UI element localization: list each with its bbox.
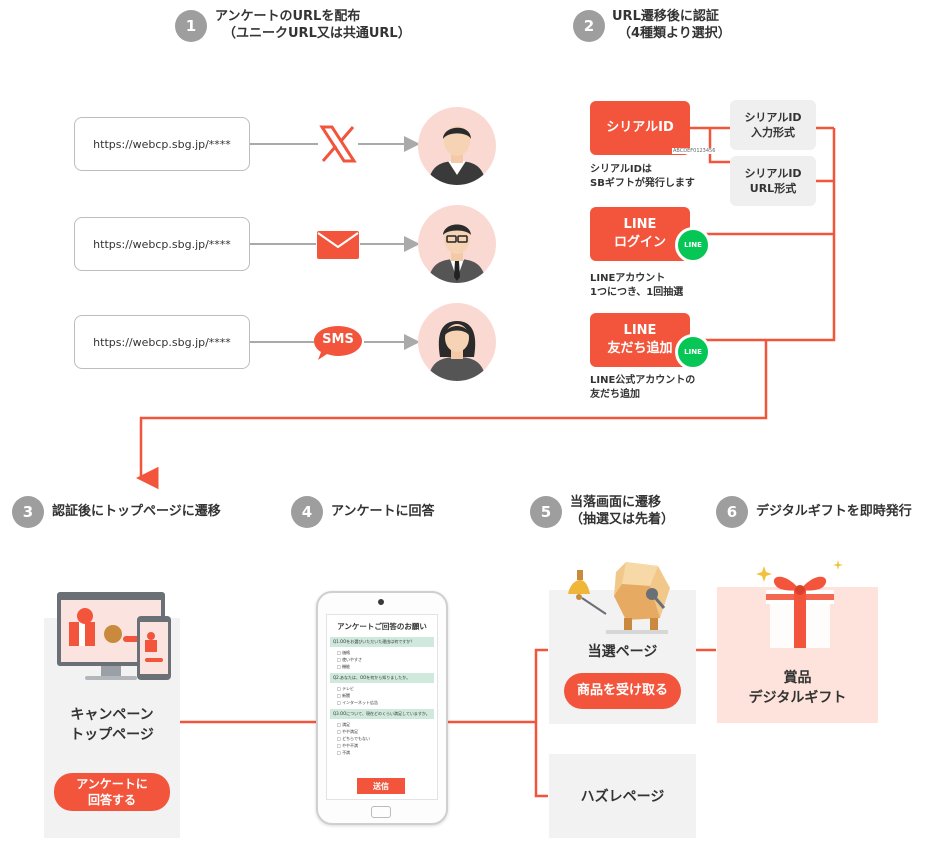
line-login-caption: LINEアカウント 1つにつき、1回抽選 (590, 273, 684, 298)
auth-collector (766, 128, 836, 342)
option-checkbox[interactable]: □ 満足 (337, 722, 351, 727)
serial-sample-code: ABCDEF0123456 (672, 148, 717, 154)
campaign-title: キャンペーン トップページ (70, 707, 154, 743)
survey-to-result (448, 648, 548, 798)
option-checkbox[interactable]: □ やや満足 (337, 729, 359, 734)
phone-camera (378, 599, 384, 605)
step-1-number: 1 (175, 10, 207, 42)
line-friend-caption: LINE公式アカウントの 友だち追加 (590, 375, 696, 400)
win-page-title: 当選ページ (587, 644, 658, 660)
survey-submit-button[interactable]: 送信 (357, 778, 405, 794)
step-3-number: 3 (12, 496, 44, 528)
option-checkbox[interactable]: □ 機能 (337, 664, 351, 669)
phone-home-button (371, 806, 391, 818)
answer-survey-button[interactable]: アンケートに 回答する (54, 773, 170, 811)
option-checkbox[interactable]: □ 不満 (337, 750, 351, 755)
survey-options: □ 満足 □ やや満足 □ どちらでもない □ やや不満 □ 不満 (327, 719, 437, 758)
survey-options: □ 価格 □ 使いやすさ □ 機能 (327, 647, 437, 672)
receive-prize-button[interactable]: 商品を受け取る (564, 673, 681, 709)
line-login-button[interactable]: LINE ログイン (590, 207, 690, 261)
serial-branch (690, 126, 730, 164)
monitor-illustration-icon (57, 592, 171, 680)
url-box-1[interactable]: https://webcp.sbg.jp/**** (74, 117, 250, 171)
step-1-title: アンケートのURLを配布 （ユニークURL又は共通URL） (215, 9, 411, 41)
survey-screen: アンケートご回答のお願い Q1.OOをお選びいただいた理由は何ですか？ □ 価格… (326, 614, 438, 800)
step-5-title: 当落画面に遷移 （抽選又は先着） (570, 495, 675, 527)
lose-page-title: ハズレページ (580, 789, 665, 805)
step-3-title: 認証後にトップページに遷移 (52, 504, 221, 519)
sms-bubble-icon: SMS (312, 324, 364, 362)
serial-id-button[interactable]: シリアルID (590, 101, 690, 155)
user-avatar-3 (418, 303, 496, 381)
x-logo-icon (319, 125, 357, 163)
step-4-title: アンケートに回答 (331, 504, 435, 519)
option-checkbox[interactable]: □ やや不満 (337, 743, 359, 748)
url-box-3[interactable]: https://webcp.sbg.jp/**** (74, 315, 250, 369)
step-4-number: 4 (291, 496, 323, 528)
option-checkbox[interactable]: □ どちらでもない (337, 736, 370, 741)
user-avatar-2 (418, 205, 496, 283)
serial-caption: シリアルIDは SBギフトが発行します (590, 164, 695, 189)
lose-page-panel: ハズレページ (549, 754, 696, 838)
option-checkbox[interactable]: □ 価格 (337, 650, 351, 655)
line-logo-icon: LINE (675, 334, 711, 370)
option-checkbox[interactable]: □ 使いやすさ (337, 657, 363, 662)
survey-title: アンケートご回答のお願い (337, 622, 427, 631)
step-2-title: URL遷移後に認証 （4種類より選択） (612, 9, 731, 41)
line-logo-icon: LINE (675, 227, 711, 263)
survey-options: □ テレビ □ 新聞 □ インターネット広告 (327, 683, 437, 708)
option-checkbox[interactable]: □ テレビ (337, 686, 355, 691)
url-box-2[interactable]: https://webcp.sbg.jp/**** (74, 217, 250, 271)
mail-icon (317, 231, 359, 259)
step-6-title: デジタルギフトを即時発行 (756, 504, 912, 519)
option-checkbox[interactable]: □ 新聞 (337, 693, 351, 698)
survey-question: Q2.あなたは、OOを何から知りましたか。 (330, 673, 434, 683)
lottery-machine-icon (568, 562, 670, 634)
step-6-number: 6 (716, 496, 748, 528)
serial-id-url-option[interactable]: シリアルID URL形式 (730, 156, 816, 206)
line-friend-add-button[interactable]: LINE 友だち追加 (590, 313, 690, 367)
step-2-number: 2 (573, 10, 605, 42)
serial-id-input-option[interactable]: シリアルID 入力形式 (730, 100, 816, 150)
down-to-step3 (136, 340, 768, 490)
step-5-number: 5 (530, 496, 562, 528)
survey-question: Q3.OOについて、現在どのくらい満足していますか。 (330, 709, 434, 719)
gift-box-icon (756, 560, 843, 648)
user-avatar-1 (418, 107, 496, 185)
option-checkbox[interactable]: □ インターネット広告 (337, 700, 379, 705)
gift-label: 賞品 デジタルギフト (748, 670, 847, 706)
survey-question: Q1.OOをお選びいただいた理由は何ですか？ (330, 637, 434, 647)
